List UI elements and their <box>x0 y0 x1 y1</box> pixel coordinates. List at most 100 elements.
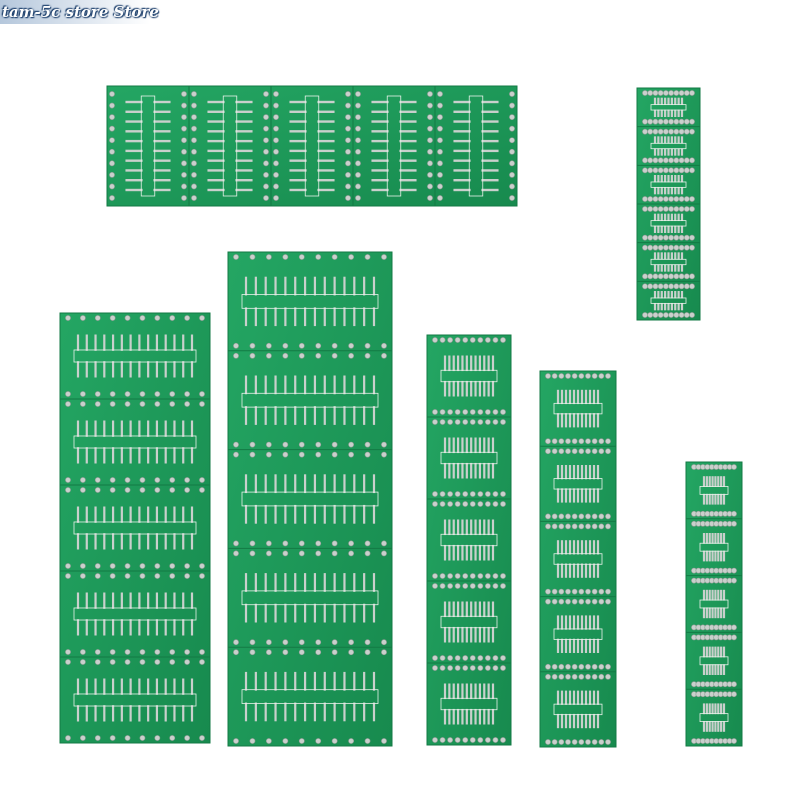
smd-pad <box>705 721 708 732</box>
smd-pad <box>343 474 346 494</box>
pad <box>683 312 690 318</box>
pad <box>565 673 571 680</box>
pad <box>565 373 571 379</box>
pad <box>437 160 443 167</box>
smd-pad <box>103 705 106 722</box>
pad <box>558 513 565 520</box>
pad <box>585 673 591 680</box>
smd-pad <box>333 307 336 327</box>
smd-pad <box>155 420 159 437</box>
smd-pad <box>572 713 576 729</box>
smd-pad <box>456 601 460 618</box>
smd-pad <box>303 375 307 395</box>
pad <box>509 148 515 155</box>
pad <box>477 409 484 415</box>
smd-pad <box>76 592 80 609</box>
pad <box>558 523 565 530</box>
smd-pad <box>483 683 486 700</box>
pad <box>647 90 654 96</box>
smd-pad <box>596 540 600 555</box>
smd-pad <box>303 573 307 592</box>
pad <box>591 513 598 520</box>
pad <box>469 655 476 661</box>
smd-pad <box>317 179 335 182</box>
pad <box>668 118 675 125</box>
smd-pad <box>474 519 477 536</box>
smd-pad <box>588 389 592 405</box>
smd-pad <box>138 420 141 437</box>
board-panel <box>540 671 616 745</box>
smd-pad <box>481 179 499 182</box>
pad <box>545 448 551 455</box>
pad <box>668 167 675 174</box>
pad <box>427 183 433 190</box>
smd-pad <box>456 683 460 700</box>
pad <box>331 441 338 448</box>
smd-pad <box>653 252 657 260</box>
pad <box>282 639 289 646</box>
smd-pad <box>235 188 253 192</box>
smd-pad <box>657 264 660 272</box>
pad <box>345 137 351 144</box>
smd-pad <box>164 705 167 722</box>
smd-pad <box>138 592 141 609</box>
pad <box>437 125 443 132</box>
pad <box>662 157 669 164</box>
silk-outline <box>699 656 729 666</box>
pad <box>139 401 146 407</box>
smd-pad <box>478 462 482 479</box>
smd-pad <box>274 406 277 425</box>
pad <box>437 114 443 121</box>
pad <box>551 588 558 595</box>
smd-pad <box>478 437 482 454</box>
smd-pad <box>717 476 720 487</box>
pad <box>447 655 454 661</box>
smd-pad <box>705 646 708 658</box>
smd-pad <box>452 683 455 700</box>
pad <box>469 491 476 497</box>
smd-pad <box>568 488 572 503</box>
pad <box>509 195 515 201</box>
smd-pad <box>670 109 673 117</box>
silk-outline <box>241 491 379 507</box>
pad <box>432 655 438 661</box>
smd-pad <box>207 100 225 104</box>
smd-pad <box>303 603 307 623</box>
pad <box>282 738 289 744</box>
pad <box>652 312 659 318</box>
board-panel <box>686 688 742 744</box>
smd-pad <box>190 361 194 378</box>
smd-pad <box>478 544 482 561</box>
smd-pad <box>584 488 588 503</box>
silk-outline <box>241 294 379 309</box>
smd-pad <box>702 589 706 601</box>
smd-pad <box>556 465 560 480</box>
pad <box>298 254 305 260</box>
pad <box>683 244 690 251</box>
silk-outline <box>241 392 379 408</box>
pad <box>598 598 605 605</box>
smd-pad <box>564 540 568 555</box>
smd-pad <box>556 690 560 705</box>
smd-pad <box>452 462 455 479</box>
pad <box>348 738 355 744</box>
pad <box>484 737 491 743</box>
smd-pad <box>470 462 473 479</box>
smd-pad <box>660 175 663 183</box>
pad <box>79 649 86 655</box>
smd-pad <box>667 252 670 260</box>
pad <box>647 128 654 135</box>
smd-pad <box>714 533 717 544</box>
smd-pad <box>461 462 464 479</box>
smd-pad <box>76 420 80 437</box>
smd-pad <box>453 179 471 182</box>
smd-pad <box>580 713 584 729</box>
silk-outline <box>73 693 197 707</box>
smd-pad <box>453 110 471 113</box>
pad <box>551 663 558 670</box>
pad <box>427 195 433 201</box>
smd-pad <box>254 307 257 327</box>
smd-pad <box>147 506 150 523</box>
silk-outline <box>553 703 603 716</box>
smd-pad <box>254 406 257 425</box>
